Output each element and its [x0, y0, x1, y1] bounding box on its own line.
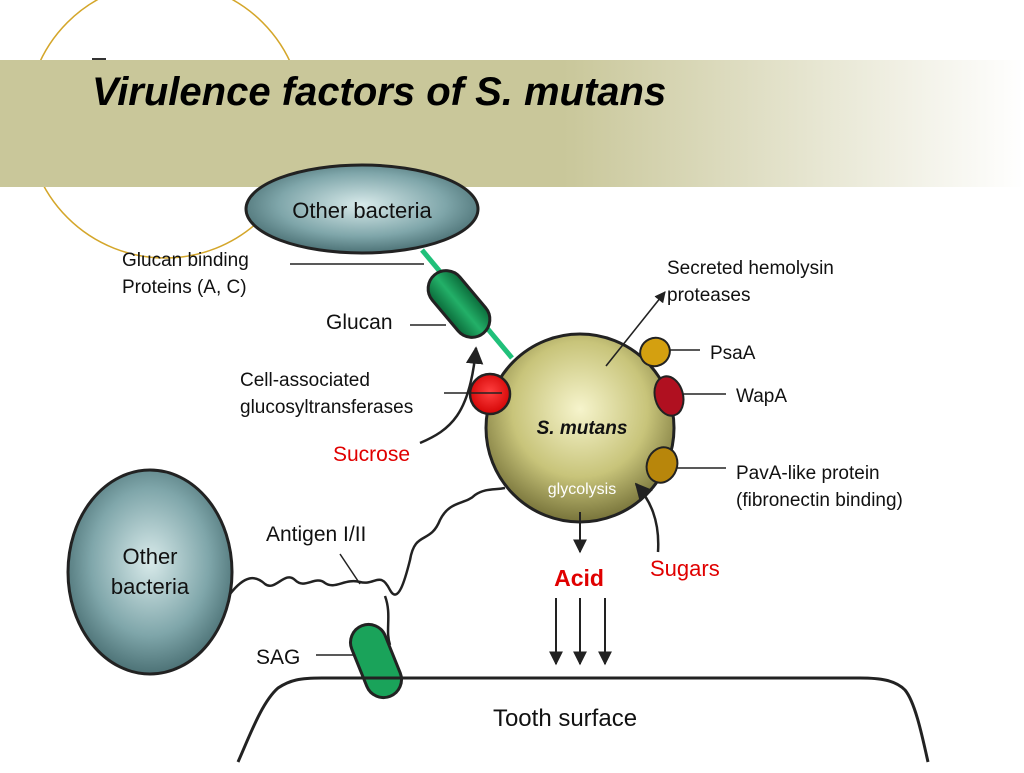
secreted-label-2: proteases	[667, 285, 750, 306]
acid-label: Acid	[554, 565, 604, 591]
sucrose-label: Sucrose	[333, 443, 410, 466]
other-bacteria-top	[244, 163, 480, 255]
pava-protein	[645, 446, 679, 484]
wapa-protein	[653, 375, 685, 417]
tooth-surface-outline	[236, 676, 930, 763]
sucrose-arrow	[419, 346, 484, 445]
other-bacteria-left-label-2: bacteria	[111, 574, 190, 599]
wapa-label: WapA	[736, 386, 787, 407]
cell-assoc-label-2: glucosyltransferases	[240, 397, 413, 418]
sag-label: SAG	[256, 646, 300, 669]
pava-label-1: PavA-like protein	[736, 463, 880, 484]
antigen-leader	[339, 553, 361, 585]
other-bacteria-left	[66, 468, 234, 676]
s-mutans-label: S. mutans	[537, 418, 628, 439]
other-bacteria-top-label: Other bacteria	[292, 198, 432, 223]
tooth-surface-label: Tooth surface	[493, 705, 637, 732]
sugars-label: Sugars	[650, 556, 720, 581]
antigen-strand	[229, 486, 506, 596]
secreted-arrow	[605, 291, 666, 367]
title-banner	[0, 60, 1024, 187]
glycolysis-label: glycolysis	[548, 481, 616, 498]
sag-strand	[383, 595, 392, 646]
glucan-binding-protein	[426, 269, 492, 339]
sag-protein	[349, 622, 403, 700]
banner-tick	[92, 58, 106, 60]
psaa-protein	[639, 336, 671, 368]
antigen-label: Antigen I/II	[266, 523, 366, 546]
sugars-arrow	[634, 482, 660, 553]
glucosyltransferase-protein	[468, 372, 512, 416]
cell-assoc-label-1: Cell-associated	[240, 370, 370, 391]
pava-label-2: (fibronectin binding)	[736, 490, 903, 511]
glucan-binding-label-1: Glucan binding	[122, 250, 249, 271]
glucan-label: Glucan	[326, 311, 393, 334]
glucan-binding-label-2: Proteins (A, C)	[122, 277, 247, 298]
psaa-label: PsaA	[710, 343, 756, 364]
other-bacteria-left-label-1: Other	[122, 544, 177, 569]
secreted-label-1: Secreted hemolysin	[667, 258, 834, 279]
slide-title: Virulence factors of S. mutans	[92, 70, 667, 114]
